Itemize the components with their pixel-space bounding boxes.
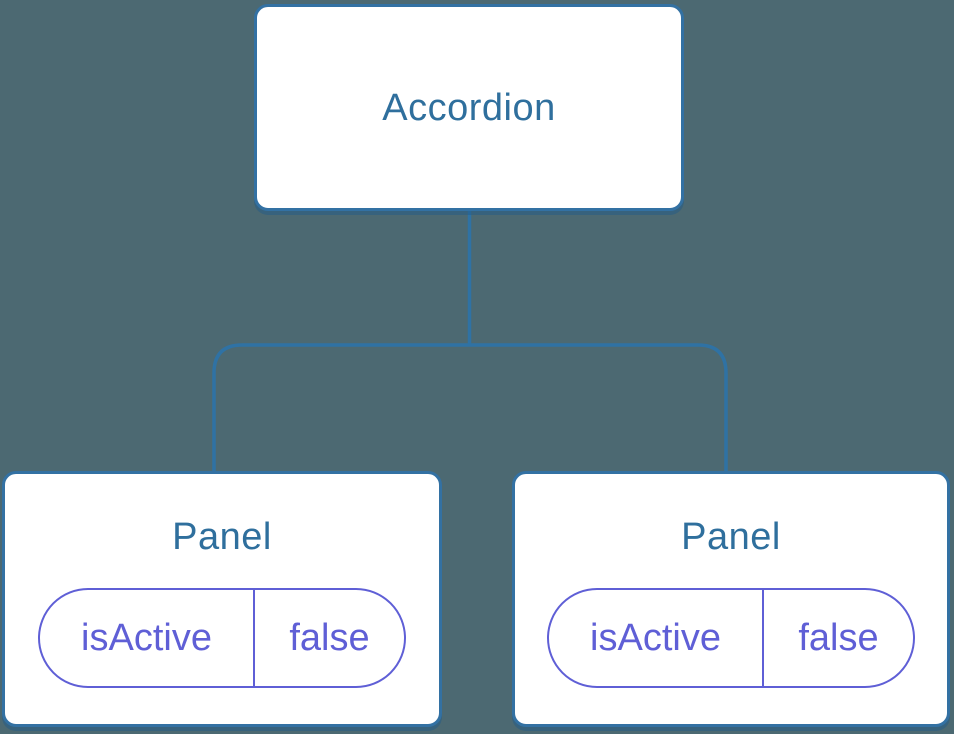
component-node-panel-1: Panel isActive false — [2, 471, 442, 727]
prop-pill-panel-1: isActive false — [38, 588, 406, 688]
prop-pill-panel-2: isActive false — [547, 588, 915, 688]
prop-key-panel-1: isActive — [40, 590, 255, 686]
prop-value-panel-2: false — [798, 616, 879, 659]
node-label-panel-1: Panel — [172, 516, 272, 558]
connector-branch — [212, 343, 728, 473]
prop-key-panel-2: isActive — [549, 590, 764, 686]
node-label-panel-2: Panel — [681, 516, 781, 558]
component-node-panel-2: Panel isActive false — [512, 471, 950, 727]
component-node-accordion: Accordion — [254, 4, 684, 211]
node-label-accordion: Accordion — [382, 86, 556, 129]
prop-value-panel-1: false — [289, 616, 370, 659]
